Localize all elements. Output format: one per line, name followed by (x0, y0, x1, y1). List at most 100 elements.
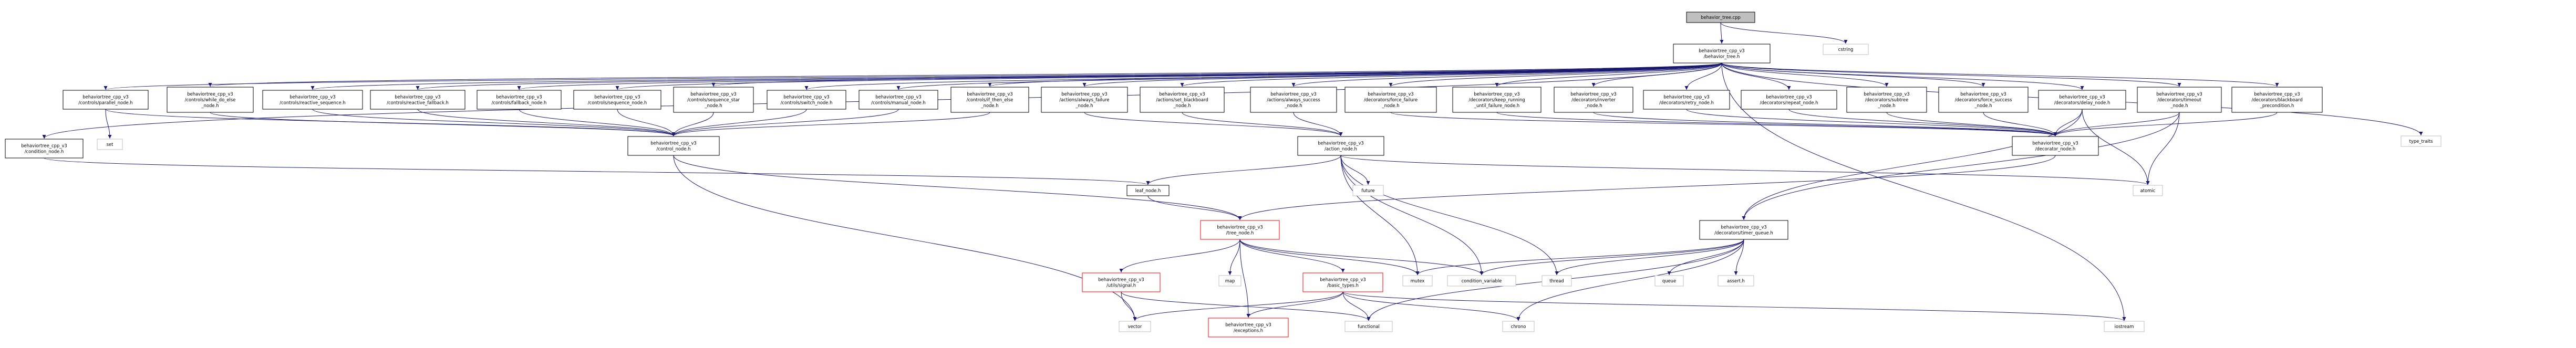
node-set-label-line: set (107, 142, 114, 147)
node-switch-label-line: /controls/switch_node.h (781, 100, 833, 106)
node-cond-box (5, 139, 84, 159)
node-timerq[interactable]: behaviortree_cpp_v3/decorators/timer_que… (1699, 220, 1788, 240)
node-rseq[interactable]: behaviortree_cpp_v3/controls/reactive_se… (262, 90, 363, 110)
edge-asucc-to-action (1293, 112, 1343, 136)
node-iostream-box (2104, 321, 2145, 332)
node-exceptions[interactable]: behaviortree_cpp_v3/exceptions.h (1208, 318, 1289, 338)
node-mutex: mutex (1402, 275, 1433, 287)
node-treenode[interactable]: behaviortree_cpp_v3/tree_node.h (1200, 220, 1280, 240)
node-rfall-label-line: behaviortree_cpp_v3 (395, 94, 441, 100)
node-afail[interactable]: behaviortree_cpp_v3/actions/always_failu… (1041, 87, 1128, 113)
node-afail-label-line: behaviortree_cpp_v3 (1061, 91, 1108, 97)
edge-timerq-to-condvar (1480, 239, 1744, 276)
node-whiledo-box (167, 87, 254, 113)
node-dsub[interactable]: behaviortree_cpp_v3/decorators/subtree_n… (1846, 87, 1927, 113)
node-whiledo[interactable]: behaviortree_cpp_v3/controls/while_do_el… (167, 87, 254, 113)
node-basic-box (1302, 272, 1383, 292)
node-rfall[interactable]: behaviortree_cpp_v3/controls/reactive_fa… (370, 90, 465, 110)
node-dretry[interactable]: behaviortree_cpp_v3/decorators/retry_nod… (1643, 90, 1730, 110)
edge-treenode-to-condvar (1239, 239, 1484, 276)
node-dforcesucc-box (1938, 87, 2029, 113)
edge-signal-to-vector (1121, 291, 1137, 321)
node-root[interactable]: behavior_tree.cpp (1686, 12, 1755, 23)
node-fall[interactable]: behaviortree_cpp_v3/controls/fallback_no… (477, 90, 562, 110)
edge-bt-to-dbb (1721, 62, 2279, 87)
node-signal[interactable]: behaviortree_cpp_v3/utils/signal.h (1082, 272, 1161, 292)
node-fall-box (477, 90, 562, 110)
edge-basic-to-vector (1133, 291, 1343, 321)
node-typetraits-label-line: type_traits (2409, 139, 2433, 144)
node-asserth-box (1718, 275, 1754, 287)
node-signal-box (1082, 272, 1161, 292)
edge-switch-to-control (671, 109, 807, 136)
node-rfall-box (370, 90, 465, 110)
node-layer: behavior_tree.cpp behaviortree_cpp_v3/beh… (5, 12, 2441, 338)
node-dforcefail-label-line: /decorators/force_failure (1364, 97, 1418, 102)
edge-action-to-atomic (1340, 155, 2150, 185)
node-asucc[interactable]: behaviortree_cpp_v3/actions/always_succe… (1250, 87, 1337, 113)
node-dforcefail-label-line: behaviortree_cpp_v3 (1368, 91, 1414, 97)
node-basic[interactable]: behaviortree_cpp_v3/basic_types.h (1302, 272, 1383, 292)
edge-bt-to-dsub (1721, 62, 1889, 87)
edge-afail-to-action (1084, 112, 1343, 136)
edge-bt-to-par (104, 62, 1722, 90)
node-action-label-line: behaviortree_cpp_v3 (1318, 141, 1364, 146)
node-leaf-label-line: leaf_node.h (1135, 188, 1161, 193)
edge-control-to-vector (673, 155, 1137, 321)
node-functional-box (1344, 321, 1393, 332)
node-dtimeout-label-line: _node.h (2170, 103, 2188, 108)
node-chrono: chrono (1502, 321, 1535, 332)
node-seq[interactable]: behaviortree_cpp_v3/controls/sequence_no… (573, 90, 661, 110)
node-dsub-label-line: behaviortree_cpp_v3 (1864, 91, 1910, 97)
node-ifthen[interactable]: behaviortree_cpp_v3/controls/if_then_els… (950, 87, 1029, 113)
edge-bt-to-rseq (311, 62, 1722, 90)
node-dinv[interactable]: behaviortree_cpp_v3/decorators/inverter_… (1554, 87, 1633, 113)
node-dtimeout[interactable]: behaviortree_cpp_v3/decorators/timeout_n… (2137, 87, 2222, 113)
node-thread: thread (1542, 275, 1572, 287)
node-drepeat[interactable]: behaviortree_cpp_v3/decorators/repeat_no… (1741, 90, 1837, 110)
node-dkeep-label-line: /decorators/keep_running (1468, 97, 1525, 102)
node-dforcesucc[interactable]: behaviortree_cpp_v3/decorators/force_suc… (1938, 87, 2029, 113)
node-cond-label-line: behaviortree_cpp_v3 (21, 143, 67, 149)
node-ddelay[interactable]: behaviortree_cpp_v3/decorators/delay_nod… (2038, 90, 2126, 110)
node-manual[interactable]: behaviortree_cpp_v3/controls/manual_node… (858, 90, 938, 110)
node-leaf[interactable]: leaf_node.h (1126, 185, 1170, 196)
edge-dinv-to-decorator (1593, 112, 2057, 136)
edge-bt-to-drepeat (1721, 62, 1791, 90)
edge-setbb-to-action (1182, 112, 1343, 136)
node-setbb[interactable]: behaviortree_cpp_v3/actions/set_blackboa… (1140, 87, 1225, 113)
node-dforcesucc-label-line: /decorators/force_success (1955, 97, 2012, 102)
edge-timerq-to-chrono (1516, 239, 1744, 321)
node-cond[interactable]: behaviortree_cpp_v3/condition_node.h (5, 139, 84, 159)
edge-bt-to-dkeep (1495, 62, 1722, 87)
node-treenode-box (1200, 220, 1280, 240)
node-dbb[interactable]: behaviortree_cpp_v3/decorators/blackboar… (2231, 87, 2323, 113)
node-thread-label-line: thread (1549, 278, 1564, 283)
node-switch[interactable]: behaviortree_cpp_v3/controls/switch_node… (767, 90, 846, 110)
edge-bt-to-seq (616, 62, 1722, 90)
node-par[interactable]: behaviortree_cpp_v3/controls/parallel_no… (63, 90, 149, 110)
node-action[interactable]: behaviortree_cpp_v3/action_node.h (1297, 136, 1384, 156)
node-dkeep[interactable]: behaviortree_cpp_v3/decorators/keep_runn… (1452, 87, 1542, 113)
node-dtimeout-box (2137, 87, 2222, 113)
edge-cond-to-leaf (44, 157, 1150, 185)
node-seqstar[interactable]: behaviortree_cpp_v3/controls/sequence_st… (673, 87, 754, 113)
node-decorator[interactable]: behaviortree_cpp_v3/decorator_node.h (2012, 136, 2099, 156)
node-switch-box (767, 90, 846, 110)
node-decorator-label-line: /decorator_node.h (2035, 146, 2076, 152)
node-mutex-label-line: mutex (1411, 278, 1425, 283)
node-dforcefail[interactable]: behaviortree_cpp_v3/decorators/force_fai… (1344, 87, 1437, 113)
node-dinv-label-line: _node.h (1584, 103, 1602, 108)
node-ddelay-box (2038, 90, 2126, 110)
node-functional-label-line: functional (1358, 324, 1380, 329)
edge-bt-to-iostream (1721, 62, 2126, 321)
node-control[interactable]: behaviortree_cpp_v3/control_node.h (627, 136, 720, 156)
edge-par-to-set (105, 109, 112, 139)
node-dsub-box (1846, 87, 1927, 113)
node-bt[interactable]: behaviortree_cpp_v3/behavior_tree.h (1673, 44, 1771, 64)
node-asserth-label-line: assert.h (1727, 278, 1745, 283)
edge-treenode-to-mutex (1239, 239, 1420, 276)
node-setbb-label-line: /actions/set_blackboard (1156, 97, 1208, 102)
node-chrono-box (1502, 321, 1535, 332)
node-vector: vector (1119, 321, 1151, 332)
